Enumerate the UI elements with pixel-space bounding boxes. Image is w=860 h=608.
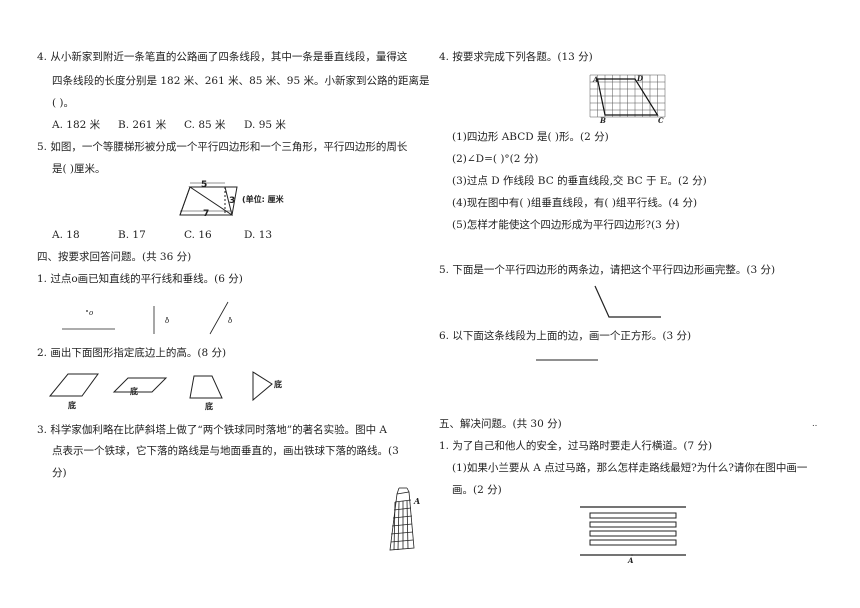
r-q4-sub4: (4)现在图中有( )组垂直线段，有( )组平行线。(4 分) — [452, 197, 698, 209]
s4q2-shapes — [48, 371, 273, 402]
q5-option-b: B. 17 — [118, 229, 146, 241]
grid-quadrilateral — [589, 74, 666, 118]
crosswalk-point-a: A — [628, 556, 634, 565]
stray-mark: ‥ — [812, 419, 818, 428]
q4-line2: 四条线段的长度分别是 182 米、261 米、85 米、95 米。小新家到公路的… — [52, 75, 430, 87]
s4q2-base-4: 底 — [274, 380, 282, 389]
grid-label-a: A — [593, 75, 599, 84]
r-q4-sub1: (1)四边形 ABCD 是( )形。(2 分) — [452, 131, 609, 143]
trapezoid-bottom-label: 7 — [203, 209, 210, 219]
s4q2-text: 2. 画出下面图形指定底边上的高。(8 分) — [37, 347, 227, 359]
square-top-segment — [536, 359, 598, 361]
r-q4-sub5: (5)怎样才能使这个四边形成为平行四边形?(3 分) — [452, 219, 680, 231]
q4-option-d: D. 95 米 — [244, 119, 286, 131]
q5-option-a: A. 18 — [52, 229, 80, 241]
s4q2-base-2: 底 — [130, 387, 138, 396]
s4q1-figures — [62, 301, 231, 335]
q4-line3: ( )。 — [52, 97, 75, 109]
q5-line2: 是( )厘米。 — [52, 163, 106, 175]
s4q3-line3: 分) — [52, 467, 67, 479]
grid-label-b: B — [600, 116, 606, 125]
tower-point-a: A — [414, 496, 421, 506]
grid-label-c: C — [658, 116, 664, 125]
s5q1-sub1-line1: (1)如果小兰要从 A 点过马路，那么怎样走路线最短?为什么?请你在图中画一 — [452, 462, 808, 474]
q5-option-d: D. 13 — [244, 229, 273, 241]
s4q3-line2: 点表示一个铁球，它下落的路线是与地面垂直的，画出铁球下落的路线。(3 — [52, 445, 399, 457]
q4-option-b: B. 261 米 — [118, 119, 167, 131]
r-q6-text: 6. 以下面这条线段为上面的边，画一个正方形。(3 分) — [439, 330, 692, 342]
r-q4-sub2: (2)∠D=( )°(2 分) — [452, 153, 539, 165]
r-q4-title: 4. 按要求完成下列各题。(13 分) — [439, 51, 593, 63]
section4-heading: 四、按要求回答问题。(共 36 分) — [37, 251, 192, 263]
q4-option-a: A. 182 米 — [52, 119, 101, 131]
s4q1-point-1: o — [89, 309, 94, 317]
s4q3-line1: 3. 科学家伽利略在比萨斜塔上做了“两个铁球同时落地”的著名实验。图中 A — [37, 424, 388, 436]
s4q1-point-2: o — [165, 317, 170, 325]
parallelogram-two-sides — [594, 285, 661, 318]
q4-line1: 4. 从小新家到附近一条笔直的公路画了四条线段，其中一条是垂直线段，量得这 — [37, 51, 408, 63]
s5q1-sub1-line2: 画。(2 分) — [452, 484, 502, 496]
q5-line1: 5. 如图，一个等腰梯形被分成一个平行四边形和一个三角形，平行四边形的周长 — [37, 141, 408, 153]
trapezoid-side-label: 3 — [229, 196, 236, 206]
s4q1-point-3: o — [228, 317, 233, 325]
s4q2-base-1: 底 — [68, 401, 76, 410]
grid-label-d: D — [637, 74, 644, 83]
r-q5-text: 5. 下面是一个平行四边形的两条边，请把这个平行四边形画完整。(3 分) — [439, 264, 776, 276]
trapezoid-figure — [179, 182, 238, 217]
trapezoid-unit-label: (单位: 厘米 — [242, 195, 284, 204]
s5q1-text: 1. 为了自己和他人的安全，过马路时要走人行横道。(7 分) — [439, 440, 713, 452]
s4q2-base-3: 底 — [205, 402, 213, 411]
crosswalk-diagram — [580, 506, 686, 556]
s4q1-text: 1. 过点o画已知直线的平行线和垂线。(6 分) — [37, 273, 243, 285]
section5-heading: 五、解决问题。(共 30 分) — [439, 418, 562, 430]
q4-option-c: C. 85 米 — [184, 119, 226, 131]
trapezoid-top-label: 5 — [201, 180, 208, 190]
q5-option-c: C. 16 — [184, 229, 212, 241]
leaning-tower-image — [389, 487, 415, 551]
r-q4-sub3: (3)过点 D 作线段 BC 的垂直线段,交 BC 于 E。(2 分) — [452, 175, 707, 187]
